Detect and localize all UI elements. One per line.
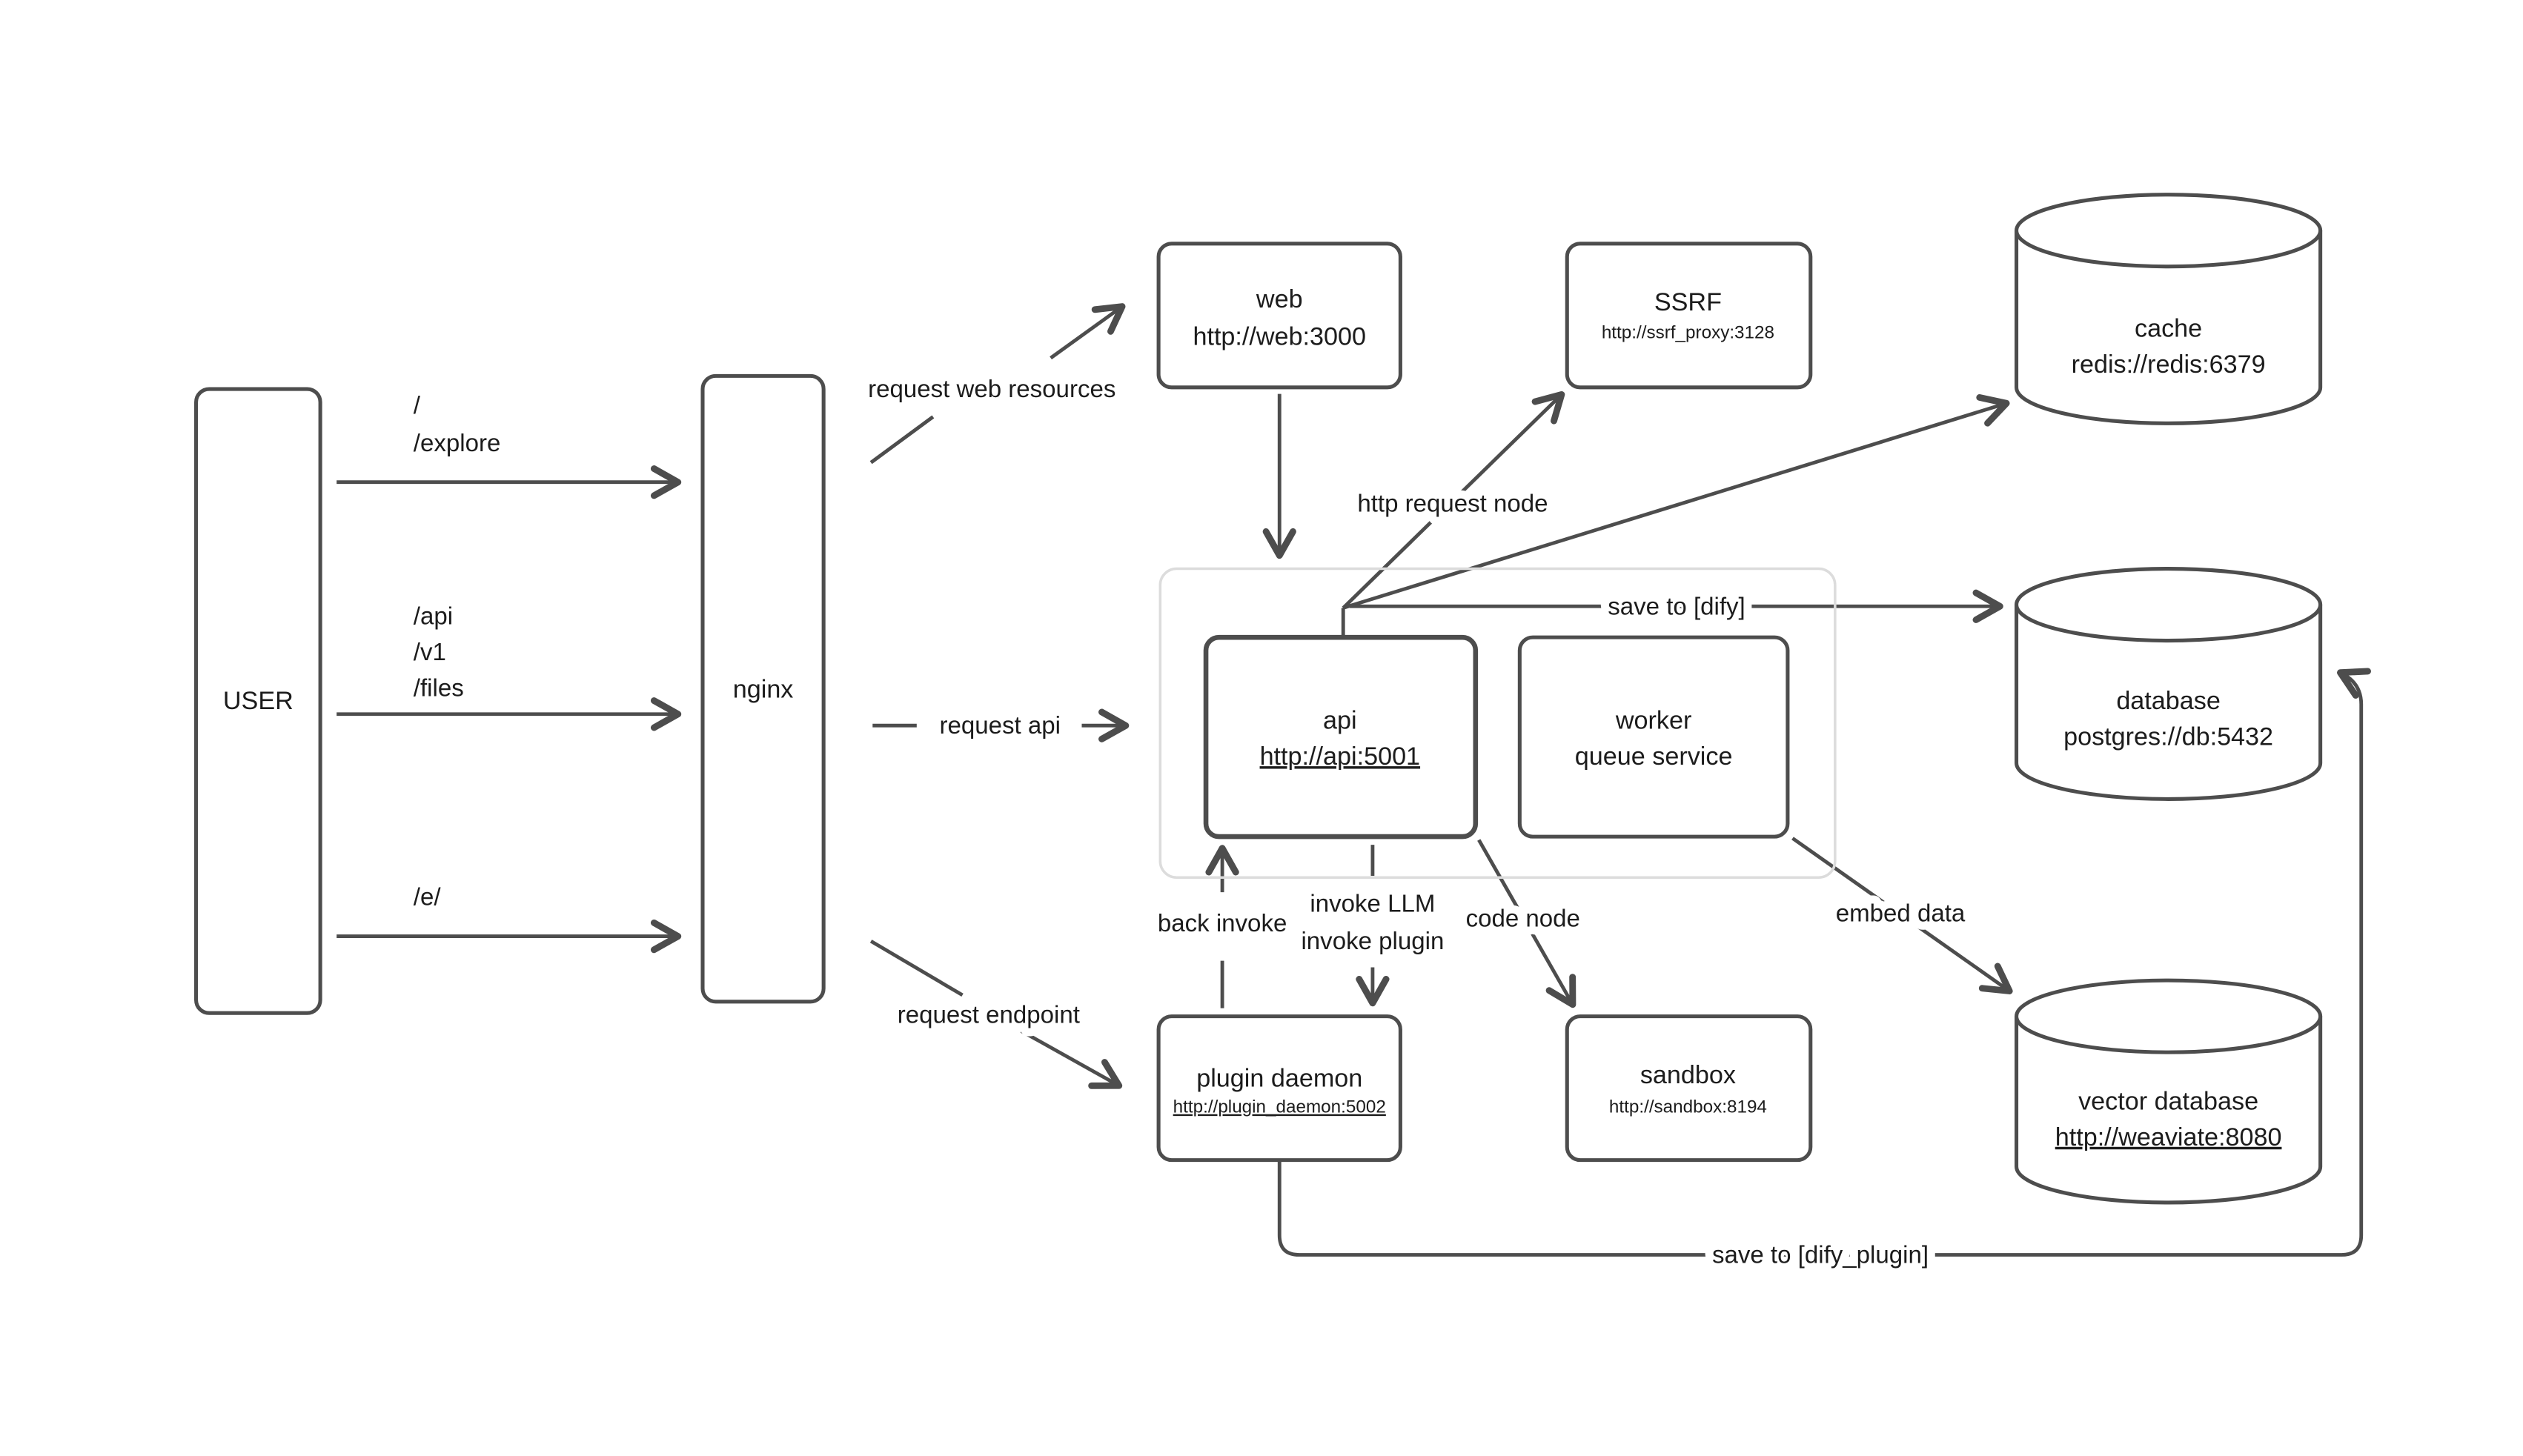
route-root-label: /	[414, 392, 421, 419]
edge-api-sandbox	[1477, 839, 1577, 1008]
worker-sublabel: queue service	[1575, 742, 1733, 771]
plugin-daemon-url: http://plugin_daemon:5002	[1173, 1097, 1386, 1117]
invoke-plugin-label: invoke plugin	[1301, 928, 1444, 955]
node-api: api http://api:5001	[1203, 634, 1479, 840]
api-worker-container	[1158, 567, 1837, 879]
node-sandbox: sandbox http://sandbox:8194	[1565, 1014, 1813, 1163]
cache-url: redis://redis:6379	[2072, 350, 2266, 379]
route-e-label: /e/	[414, 884, 442, 911]
edge-worker-vectordb	[1791, 837, 2013, 994]
node-cache: cache redis://redis:6379	[2015, 193, 2323, 425]
node-database: database postgres://db:5432	[2015, 567, 2323, 801]
cache-cylinder-top	[2015, 193, 2323, 269]
sandbox-url: http://sandbox:8194	[1609, 1097, 1767, 1117]
database-cylinder-top	[2015, 567, 2323, 643]
database-cylinder-body	[2015, 605, 2323, 801]
route-files-label: /files	[414, 675, 464, 702]
node-plugin-daemon: plugin daemon http://plugin_daemon:5002	[1156, 1014, 1402, 1163]
worker-box	[1517, 635, 1790, 839]
nginx-box	[700, 373, 826, 1004]
embed-data-label: embed data	[1836, 900, 1966, 928]
edge-nginx-web-arrow	[1050, 303, 1126, 360]
node-worker: worker queue service	[1517, 635, 1790, 839]
back-invoke-label: back invoke	[1158, 910, 1287, 937]
request-web-resources-label: request web resources	[868, 376, 1115, 403]
invoke-llm-label: invoke LLM	[1310, 891, 1435, 918]
node-nginx: nginx	[700, 373, 826, 1004]
route-api-label: /api	[414, 603, 453, 631]
user-box	[194, 387, 322, 1015]
cache-cylinder-body	[2015, 230, 2323, 425]
vector-database-url: http://weaviate:8080	[2055, 1123, 2282, 1151]
api-url: http://api:5001	[1260, 742, 1421, 771]
save-to-dify-plugin-label: save to [dify_plugin]	[1712, 1242, 1929, 1269]
code-node-label: code node	[1466, 905, 1580, 932]
user-label: USER	[223, 687, 294, 715]
vector-database-cylinder-top	[2015, 978, 2323, 1054]
route-v1-label: /v1	[414, 639, 446, 666]
database-label: database	[2116, 687, 2221, 715]
vector-database-cylinder-body	[2015, 1016, 2323, 1205]
ssrf-url: http://ssrf_proxy:3128	[1602, 323, 1774, 343]
ssrf-label: SSRF	[1654, 288, 1722, 316]
edge-nginx-plugin-arrow	[1020, 1029, 1123, 1089]
sandbox-box	[1565, 1014, 1813, 1163]
api-label: api	[1323, 707, 1357, 735]
save-to-dify-label: save to [dify]	[1608, 593, 1745, 620]
http-request-node-label: http request node	[1357, 490, 1548, 517]
plugin-daemon-label: plugin daemon	[1196, 1064, 1362, 1092]
database-url: postgres://db:5432	[2063, 723, 2273, 751]
edges	[336, 303, 2371, 1257]
node-vector-database: vector database http://weaviate:8080	[2015, 978, 2323, 1205]
web-label: web	[1256, 285, 1303, 313]
nodes: USER nginx web http://web:3000 SSRF http…	[194, 193, 2323, 1205]
node-ssrf: SSRF http://ssrf_proxy:3128	[1565, 242, 1813, 390]
web-box	[1156, 242, 1402, 390]
plugin-daemon-box	[1156, 1014, 1402, 1163]
node-user: USER	[194, 387, 322, 1015]
vector-database-label: vector database	[2078, 1087, 2258, 1115]
edge-api-ssrf	[1342, 390, 1565, 610]
web-url: http://web:3000	[1193, 323, 1366, 351]
route-explore-label: /explore	[414, 430, 501, 457]
ssrf-box	[1565, 242, 1813, 390]
worker-label: worker	[1615, 707, 1692, 735]
nginx-label: nginx	[733, 676, 794, 704]
cache-label: cache	[2135, 314, 2202, 342]
sandbox-label: sandbox	[1640, 1061, 1736, 1089]
edge-plugin-database	[1277, 668, 2371, 1257]
node-web: web http://web:3000	[1156, 242, 1402, 390]
edge-nginx-web-segment	[869, 415, 935, 465]
edge-api-cache	[1342, 393, 2010, 610]
edge-nginx-plugin-segment	[869, 940, 964, 997]
request-api-label: request api	[939, 712, 1061, 739]
api-box	[1203, 634, 1479, 840]
request-endpoint-label: request endpoint	[898, 1001, 1080, 1028]
